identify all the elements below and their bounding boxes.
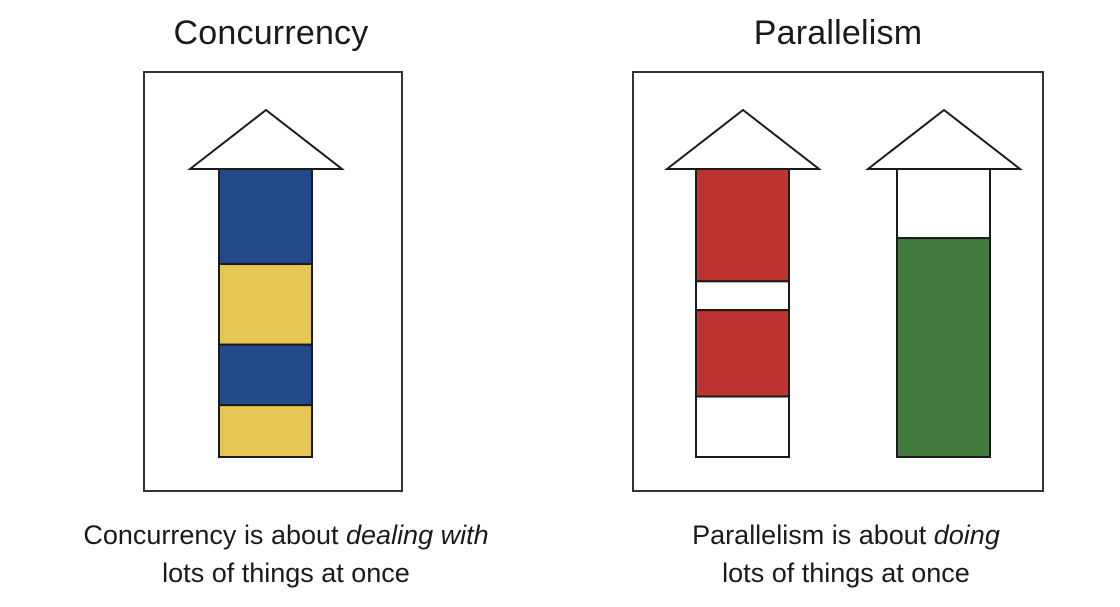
parallelism-arrow-right-segment-2-green: [896, 237, 991, 458]
concurrency-arrow-segment-3-blue: [218, 343, 313, 407]
concurrency-caption-emphasis: dealing with: [346, 520, 489, 550]
parallelism-arrow-left-head: [664, 108, 822, 170]
concurrency-arrow-graphic: [187, 108, 345, 459]
parallelism-arrow-right-segments: [896, 168, 991, 458]
parallelism-arrow-left-segment-2-white: [695, 280, 790, 312]
concurrency-arrow-segment-4-yellow: [218, 404, 313, 459]
parallelism-arrow-left: [664, 108, 822, 459]
parallelism-arrow-right-graphic: [865, 108, 1023, 458]
parallelism-caption-line2: lots of things at once: [722, 558, 970, 588]
parallelism-arrow-right-segment-1-white: [896, 168, 991, 240]
parallelism-caption: Parallelism is about doing lots of thing…: [580, 516, 1112, 592]
parallelism-arrow-left-segment-4-white: [695, 395, 790, 458]
parallelism-arrow-left-segments: [695, 168, 790, 458]
concurrency-arrow-head: [187, 108, 345, 170]
parallelism-arrow-left-segment-3-red: [695, 309, 790, 398]
concurrency-caption-line2: lots of things at once: [162, 558, 410, 588]
parallelism-arrow-left-segment-1-red: [695, 168, 790, 283]
concurrency-title: Concurrency: [173, 14, 369, 52]
parallelism-caption-emphasis: doing: [933, 520, 1000, 550]
concurrency-caption-text: Concurrency is about: [83, 520, 347, 550]
parallelism-arrow-left-graphic: [664, 108, 822, 458]
parallelism-arrow-right: [865, 108, 1023, 459]
parallelism-caption-text: Parallelism is about: [692, 520, 934, 550]
concurrency-arrow-segments: [218, 168, 313, 459]
concurrency-arrow-segment-1-blue: [218, 168, 313, 266]
concurrency-arrow: [187, 108, 345, 459]
parallelism-arrow-right-head: [865, 108, 1023, 170]
concurrency-arrow-segment-2-yellow: [218, 263, 313, 346]
concurrency-caption: Concurrency is about dealing with lots o…: [20, 516, 552, 592]
parallelism-title: Parallelism: [753, 14, 923, 52]
